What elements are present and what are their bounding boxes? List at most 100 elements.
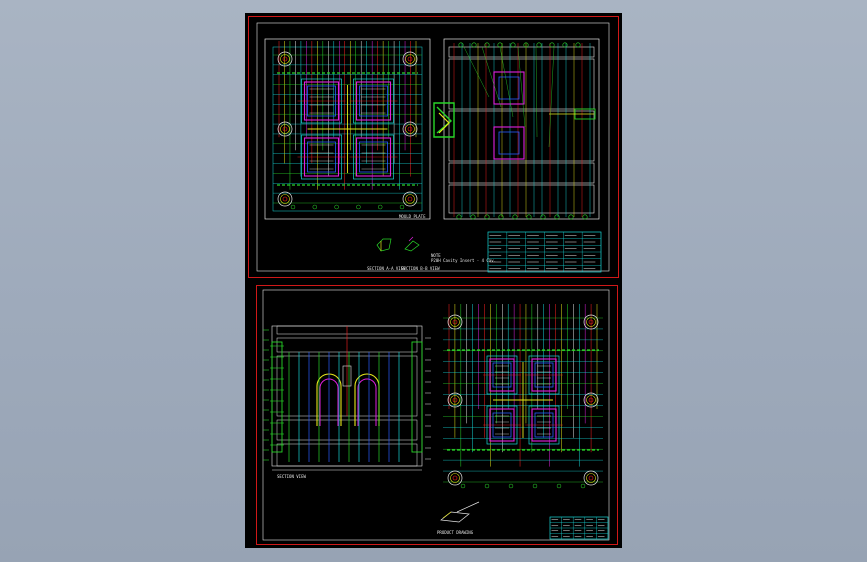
slide-core (438, 112, 450, 134)
cad-circle (554, 214, 560, 220)
sheet-bottom-graphics (262, 289, 610, 541)
cad-circle (460, 483, 466, 489)
cad-circle (532, 483, 538, 489)
cad-circle (290, 204, 296, 210)
cad-circle (588, 475, 594, 481)
cad-circle (556, 483, 562, 489)
cad-rect (276, 443, 418, 467)
cad-circle (471, 42, 477, 48)
cad-circle (497, 42, 503, 48)
cad-rect (448, 162, 595, 184)
cad-rect (448, 110, 595, 162)
cavity-arch (354, 373, 380, 426)
cad-circle (447, 314, 463, 330)
cad-circle (562, 42, 568, 48)
cad-line (481, 46, 502, 108)
callout-section-b: SECTION B-B VIEW (401, 266, 440, 271)
cad-rect (271, 341, 283, 453)
cad-line (535, 46, 538, 138)
cad-circle (484, 42, 490, 48)
cad-circle (407, 196, 413, 202)
cavity-arch-inner (357, 378, 377, 426)
cooling-line (447, 349, 599, 451)
callout-section-a: SECTION A-A VIEW (367, 266, 406, 271)
cad-circle (484, 483, 490, 489)
cad-circle (399, 204, 405, 210)
cad-circle (582, 214, 588, 220)
cad-circle (588, 397, 594, 403)
cad-circle (377, 204, 383, 210)
cad-circle (568, 214, 574, 220)
cad-circle (458, 42, 464, 48)
cad-circle (280, 54, 290, 64)
cad-circle (510, 42, 516, 48)
cad-circle (580, 483, 586, 489)
drawing-sheet-bottom: SECTION VIEW PRODUCT DRAWING (256, 285, 618, 545)
cad-circle (575, 42, 581, 48)
cad-circle (450, 317, 460, 327)
cad-circle (508, 483, 514, 489)
cad-line (548, 46, 555, 148)
cad-circle (447, 470, 463, 486)
cad-line (499, 46, 514, 118)
cad-circle (405, 54, 415, 64)
cad-rect (276, 419, 418, 441)
cad-circle (523, 42, 529, 48)
cad-circle (450, 473, 460, 483)
cad-circle (450, 395, 460, 405)
cad-circle (456, 214, 462, 220)
sheet-top-graphics (256, 22, 610, 273)
cad-circle (405, 124, 415, 134)
note-heading: NOTE (431, 253, 441, 258)
cad-circle (586, 473, 596, 483)
cad-circle (280, 194, 290, 204)
cad-circle (540, 214, 546, 220)
cad-circle (407, 126, 413, 132)
cad-circle (282, 126, 288, 132)
cad-rect (448, 46, 595, 58)
cad-circle (484, 214, 490, 220)
cad-rect (448, 58, 595, 110)
cad-circle (526, 214, 532, 220)
cad-circle (334, 204, 339, 210)
cad-circle (312, 204, 318, 210)
slide-mechanism (433, 102, 455, 138)
cad-circle (277, 191, 293, 207)
cad-rect (498, 76, 520, 100)
product-caption: PRODUCT DRAWING (437, 530, 474, 535)
cad-circle (549, 42, 555, 48)
cooling-line (277, 72, 418, 186)
cad-line (517, 46, 526, 128)
cad-circle (277, 51, 293, 67)
cad-circle (586, 395, 596, 405)
section-view-label: SECTION VIEW (277, 474, 306, 479)
cad-circle (447, 392, 463, 408)
cad-circle (402, 121, 418, 137)
cad-circle (583, 470, 599, 486)
cad-model-space[interactable]: NOTE P20H Cavity Insert - 4 Cav. MOULD P… (245, 13, 622, 548)
cad-circle (452, 475, 458, 481)
cad-rect (498, 131, 520, 155)
cad-circle (452, 397, 458, 403)
cad-circle (407, 56, 413, 62)
cad-circle (498, 214, 504, 220)
cad-circle (512, 214, 518, 220)
cad-circle (282, 196, 288, 202)
cad-rect (342, 365, 352, 387)
cad-circle (470, 214, 476, 220)
cad-rect (448, 184, 595, 214)
cad-rect (411, 341, 423, 453)
note-line: P20H Cavity Insert - 4 Cav. (431, 258, 497, 263)
cad-circle (588, 319, 594, 325)
cad-circle (586, 317, 596, 327)
cad-circle (402, 51, 418, 67)
cad-circle (405, 194, 415, 204)
cad-circle (583, 392, 599, 408)
cad-circle (402, 191, 418, 207)
view-label-plan: MOULD PLATE (399, 214, 426, 219)
cad-circle (583, 314, 599, 330)
drawing-sheet-top: NOTE P20H Cavity Insert - 4 Cav. MOULD P… (248, 16, 619, 278)
cad-rect (493, 126, 525, 160)
cad-line (463, 46, 490, 98)
cad-circle (452, 319, 458, 325)
